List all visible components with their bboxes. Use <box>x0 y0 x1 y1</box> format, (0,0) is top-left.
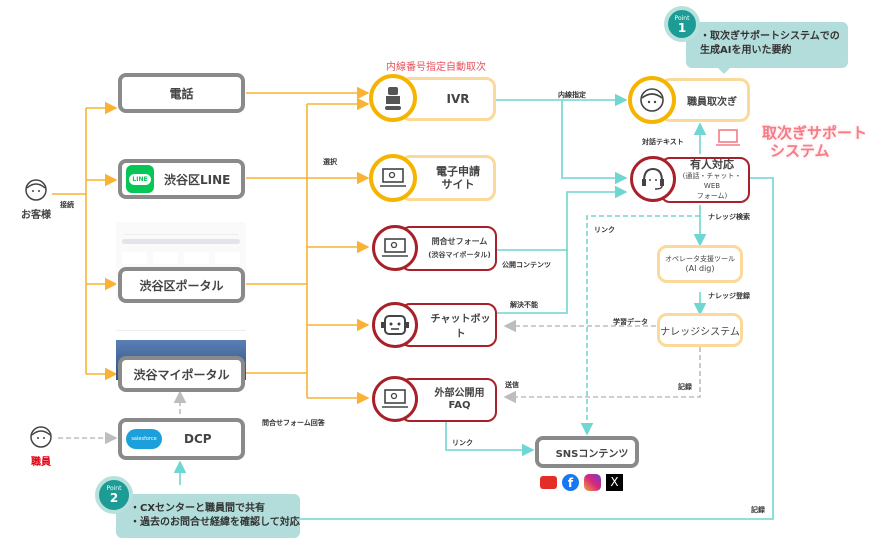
form-line2: (渋谷マイポータル) <box>428 251 491 259</box>
customer-actor: お客様 <box>18 178 54 221</box>
faq-line1: 外部公開用 <box>434 388 485 399</box>
edge-label-knowledge-search: ナレッジ検索 <box>708 213 750 221</box>
x-icon[interactable]: X <box>606 474 623 491</box>
sns-icons: f X <box>540 474 623 491</box>
edge-label-learning-data: 学習データ <box>613 318 648 326</box>
operator-line1: オペレータ支援ツール <box>665 255 735 263</box>
myportal-label: 渋谷マイポータル <box>133 367 230 382</box>
customer-label: お客様 <box>21 210 51 221</box>
portal-label: 渋谷区ポータル <box>139 278 224 293</box>
laptop-search-icon <box>382 389 408 408</box>
edge-label-link1: リンク <box>594 226 615 234</box>
esite-line2: サイト <box>441 178 475 191</box>
salesforce-icon: salesforce <box>126 429 162 449</box>
edge-label-extension: 内線指定 <box>558 91 586 99</box>
edge-label-connect: 接続 <box>60 201 74 209</box>
channel-myportal[interactable]: 渋谷マイポータル <box>118 356 245 392</box>
service-chatbot[interactable]: チャットボット <box>400 303 497 347</box>
human-line2: (通話・チャット・WEB <box>682 171 742 190</box>
edge-label-record2: 記録 <box>751 506 765 514</box>
staff-transfer-label: 職員取次ぎ <box>687 96 737 108</box>
laptop-search-icon <box>382 238 408 257</box>
line-icon: LINE <box>126 165 154 193</box>
form-line1: 問合せフォーム <box>431 237 488 246</box>
line-label: 渋谷区LINE <box>164 172 231 187</box>
faq-line2: FAQ <box>448 400 471 411</box>
edge-label-form-reply: 問合せフォーム回答 <box>262 419 325 427</box>
human-circle <box>630 156 676 202</box>
headset-icon <box>642 167 664 190</box>
edge-label-record1: 記録 <box>678 383 692 391</box>
edge-label-knowledge-register: ナレッジ登録 <box>708 292 750 300</box>
ivr-caption: 内線番号指定自動取次 <box>386 62 486 73</box>
operator-tool[interactable]: オペレータ支援ツール(AI dig) <box>657 245 743 283</box>
laptop-icon <box>716 129 740 146</box>
esite-circle <box>369 154 417 202</box>
point1-callout-tail <box>716 66 732 74</box>
channel-phone[interactable]: 電話 <box>118 73 245 113</box>
dcp-label: DCP <box>184 432 212 446</box>
instagram-icon[interactable] <box>584 474 601 491</box>
ivr-label: IVR <box>446 92 470 106</box>
point1-callout: ・取次ぎサポートシステムでの生成AIを用いた要約 <box>686 22 848 68</box>
staff-actor: 職員 <box>26 425 56 468</box>
edge-label-unresolved: 解決不能 <box>510 301 538 309</box>
edge-label-public-content: 公開コンテンツ <box>502 261 551 269</box>
channel-dcp[interactable]: salesforce DCP <box>118 418 245 460</box>
edge-knowledge-faq <box>503 347 701 404</box>
channel-portal[interactable]: 渋谷区ポータル <box>118 267 245 303</box>
form-circle <box>372 225 418 271</box>
esite-line1: 電子申請 <box>436 165 480 178</box>
sns-content[interactable]: SNSコンテンツ <box>535 436 639 468</box>
phone-label: 電話 <box>169 86 194 101</box>
human-line1: 有人対応 <box>690 157 734 171</box>
human-line3: フォーム) <box>696 191 728 200</box>
ivr-robot-circle <box>369 74 417 122</box>
edge-label-send: 送信 <box>505 381 519 389</box>
person-face-icon <box>640 88 664 112</box>
edge-label-dialog-text: 対話テキスト <box>642 138 684 146</box>
sns-label: SNSコンテンツ <box>555 448 629 460</box>
edge-label-link2: リンク <box>452 439 473 447</box>
edge-label-select: 選択 <box>323 158 337 166</box>
staff-label: 職員 <box>31 457 51 468</box>
person-icon <box>30 426 52 448</box>
knowledge-system[interactable]: ナレッジシステム <box>657 313 743 347</box>
faq-circle <box>372 376 418 422</box>
robot-icon <box>385 87 401 110</box>
youtube-icon[interactable] <box>540 476 557 489</box>
person-icon <box>25 179 47 201</box>
support-system-title: 取次ぎサポートシステム <box>762 124 868 160</box>
channel-line[interactable]: LINE 渋谷区LINE <box>118 159 245 199</box>
operator-line2: (AI dig) <box>685 264 715 273</box>
chatbot-circle <box>372 302 418 348</box>
laptop-search-icon <box>380 168 406 187</box>
facebook-icon[interactable]: f <box>562 474 579 491</box>
chatbot-label: チャットボット <box>430 314 491 340</box>
knowledge-label: ナレッジシステム <box>660 326 740 338</box>
bot-face-icon <box>381 315 409 335</box>
staff-transfer-circle <box>628 76 676 124</box>
point2-callout: ・CXセンターと職員間で共有・過去のお問合せ経緯を確認して対応 <box>116 494 300 538</box>
